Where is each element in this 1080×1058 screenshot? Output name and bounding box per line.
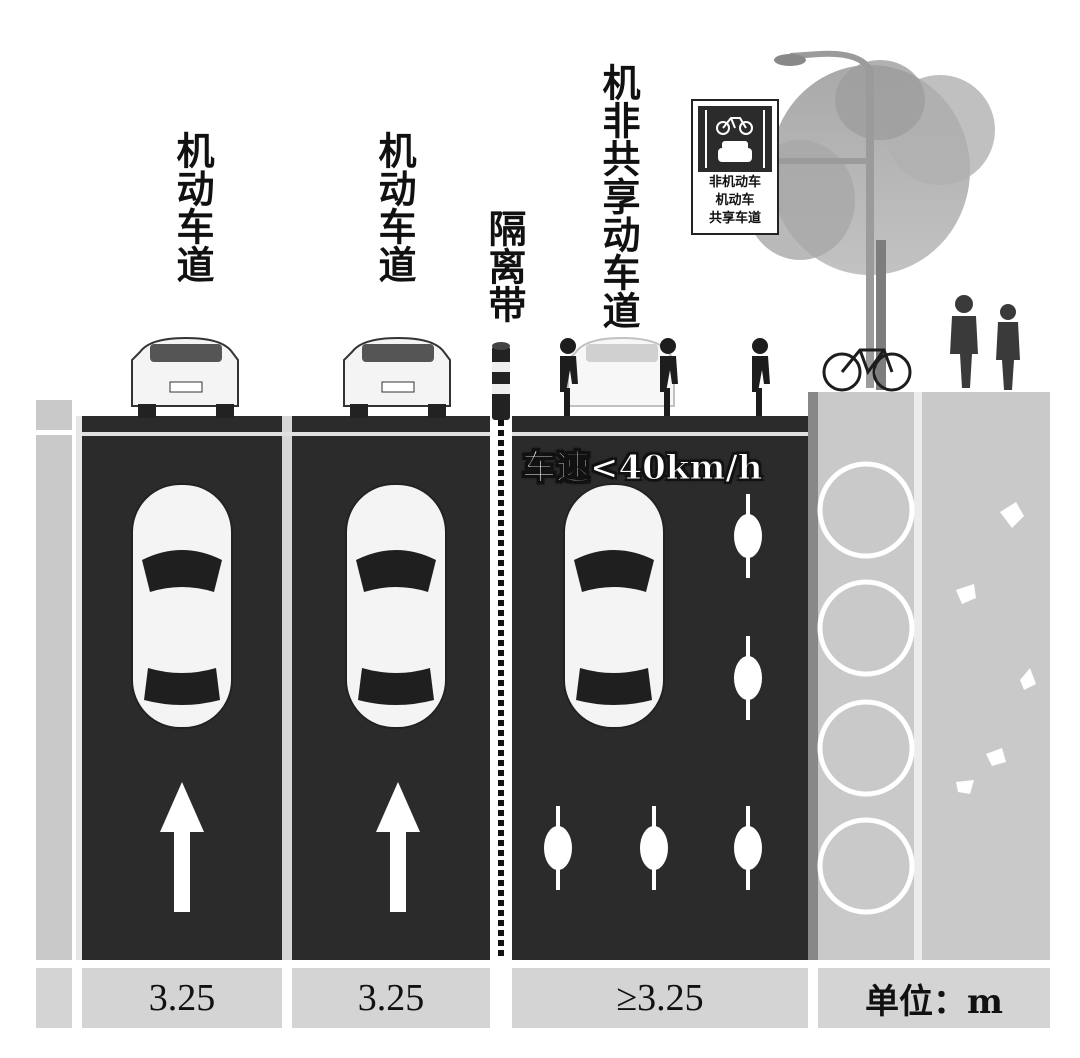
left-curb-bar xyxy=(36,968,72,1028)
pedestrian-1 xyxy=(950,295,978,388)
street-lamp xyxy=(774,50,874,388)
car-top-3 xyxy=(563,483,665,729)
motor-lane-2-label: 机动车道 xyxy=(372,131,417,283)
unit-label: 单位：m xyxy=(818,968,1050,1028)
bicycle-marking-icon xyxy=(734,806,762,890)
cyclist-3 xyxy=(752,338,770,416)
car-top-1 xyxy=(131,483,233,729)
arrow-up-icon xyxy=(376,782,420,912)
cyclist-2 xyxy=(660,338,678,416)
arrow-up-icon xyxy=(160,782,204,912)
cyclist-1 xyxy=(560,338,578,416)
speed-limit-text: 车速<40km/h xyxy=(521,448,763,489)
motor-lane-1-label: 机动车道 xyxy=(170,131,215,283)
pedestrian-2 xyxy=(996,304,1020,390)
shared-lane-width: ≥3.25 xyxy=(512,968,808,1028)
car-side-2 xyxy=(343,336,451,418)
left-curb xyxy=(36,400,72,960)
shared-lane-sign xyxy=(691,99,779,235)
car-icon xyxy=(718,141,752,162)
bicycle-marking-icon xyxy=(640,806,668,890)
shared-lane-label: 机非共享动车道 xyxy=(596,63,641,329)
bicycle-marking-icon xyxy=(734,636,762,720)
bicycle-icon xyxy=(716,117,753,135)
bicycle-marking-icon xyxy=(734,494,762,578)
car-top-2 xyxy=(345,483,447,729)
car-side-3-faded xyxy=(567,336,675,407)
parked-bicycle xyxy=(822,348,912,392)
car-side-1 xyxy=(131,336,239,418)
sidewalk xyxy=(808,392,1050,960)
sign-line-1: 非机动车 xyxy=(708,175,761,190)
lane-2-width: 3.25 xyxy=(292,968,490,1028)
sign-text: 非机动车 机动车 共享车道 xyxy=(696,174,774,228)
sign-line-3: 共享车道 xyxy=(708,211,761,226)
bicycle-marking-icon xyxy=(544,806,572,890)
lane-1-width: 3.25 xyxy=(82,968,282,1028)
separator-label: 隔离带 xyxy=(482,209,527,323)
median-strip xyxy=(490,342,512,960)
sign-line-2: 机动车 xyxy=(715,193,755,208)
